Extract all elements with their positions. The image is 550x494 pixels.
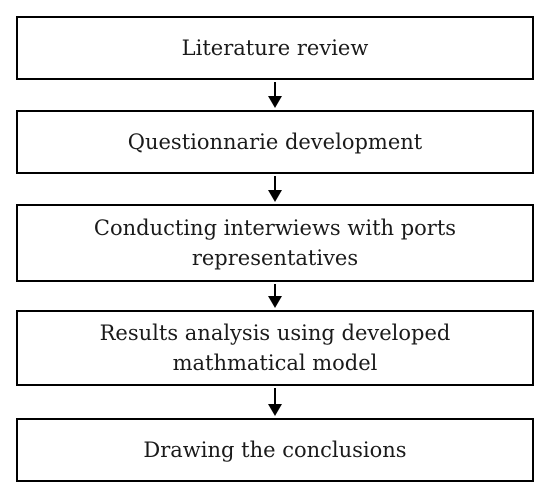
step-questionnaire-development: Questionnarie development	[16, 110, 534, 174]
arrow-shaft	[274, 82, 276, 98]
step-label: Literature review	[181, 36, 369, 60]
arrow-head-icon	[268, 404, 282, 416]
step-conducting-interviews: Conducting interwiews with ports represe…	[16, 204, 534, 282]
step-label: Conducting interwiews with ports represe…	[93, 216, 457, 270]
flow-arrow-down	[268, 284, 282, 308]
arrow-shaft	[274, 388, 276, 406]
step-literature-review: Literature review	[16, 16, 534, 80]
step-results-analysis: Results analysis using developed mathmat…	[16, 310, 534, 386]
flow-arrow-down	[268, 388, 282, 416]
step-drawing-conclusions: Drawing the conclusions	[16, 418, 534, 482]
arrow-shaft	[274, 176, 276, 192]
arrow-head-icon	[268, 190, 282, 202]
step-label: Results analysis using developed mathmat…	[99, 321, 451, 375]
step-label: Drawing the conclusions	[143, 438, 407, 462]
arrow-head-icon	[268, 96, 282, 108]
arrow-shaft	[274, 284, 276, 298]
flow-arrow-down	[268, 176, 282, 202]
step-label: Questionnarie development	[127, 130, 423, 154]
arrow-head-icon	[268, 296, 282, 308]
flow-arrow-down	[268, 82, 282, 108]
